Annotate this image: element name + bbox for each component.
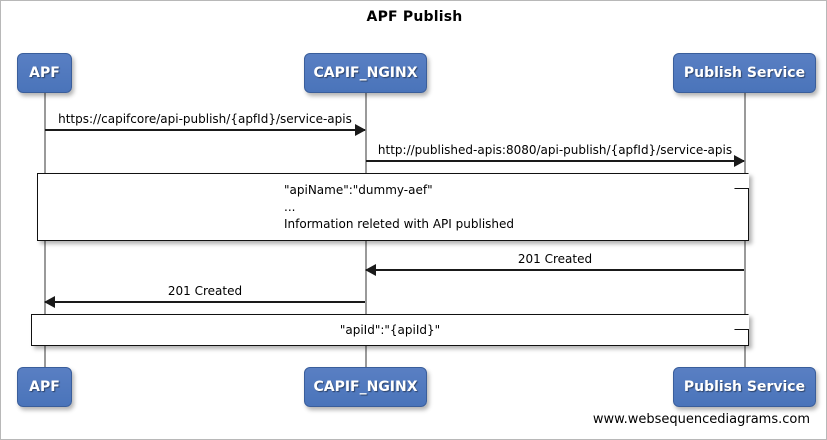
participant-nginx-bottom[interactable]: CAPIF_NGINX	[304, 367, 427, 407]
message-line	[366, 269, 744, 271]
participant-label: Publish Service	[683, 65, 806, 81]
message-line	[366, 160, 744, 162]
participant-apf-top[interactable]: APF	[17, 53, 72, 93]
participant-publish-top[interactable]: Publish Service	[673, 53, 816, 93]
message-line	[45, 129, 365, 131]
arrowhead-left-icon	[365, 264, 376, 276]
message-label: 201 Created	[167, 284, 243, 298]
participant-label: APF	[29, 65, 60, 81]
note-line: Information releted with API published	[284, 216, 515, 231]
note-request-body: "apiName":"dummy-aef" ... Information re…	[37, 173, 749, 241]
participant-label: CAPIF_NGINX	[313, 65, 418, 81]
message-line	[45, 301, 365, 303]
page-title: APF Publish	[366, 9, 463, 25]
message-label: http://published-apis:8080/api-publish/{…	[377, 143, 733, 157]
arrowhead-right-icon	[355, 124, 366, 136]
message-label: 201 Created	[517, 252, 593, 266]
participant-label: CAPIF_NGINX	[313, 379, 418, 395]
note-line: "apiName":"dummy-aef"	[284, 182, 433, 197]
arrowhead-right-icon	[734, 155, 745, 167]
note-text: "apiName":"dummy-aef" ... Information re…	[38, 174, 826, 240]
arrowhead-left-icon	[44, 296, 55, 308]
participant-nginx-top[interactable]: CAPIF_NGINX	[304, 53, 427, 93]
message-label: https://capifcore/api-publish/{apfId}/se…	[58, 112, 352, 126]
note-line: ...	[284, 199, 296, 214]
participant-apf-bottom[interactable]: APF	[17, 367, 72, 407]
participant-publish-bottom[interactable]: Publish Service	[673, 367, 816, 407]
participant-label: Publish Service	[683, 379, 806, 395]
watermark: www.websequencediagrams.com	[592, 412, 810, 427]
note-text: "apiId":"{apiId}"	[32, 315, 748, 345]
note-line: "apiId":"{apiId}"	[339, 322, 441, 337]
note-response-body: "apiId":"{apiId}"	[31, 314, 749, 346]
participant-label: APF	[29, 379, 60, 395]
